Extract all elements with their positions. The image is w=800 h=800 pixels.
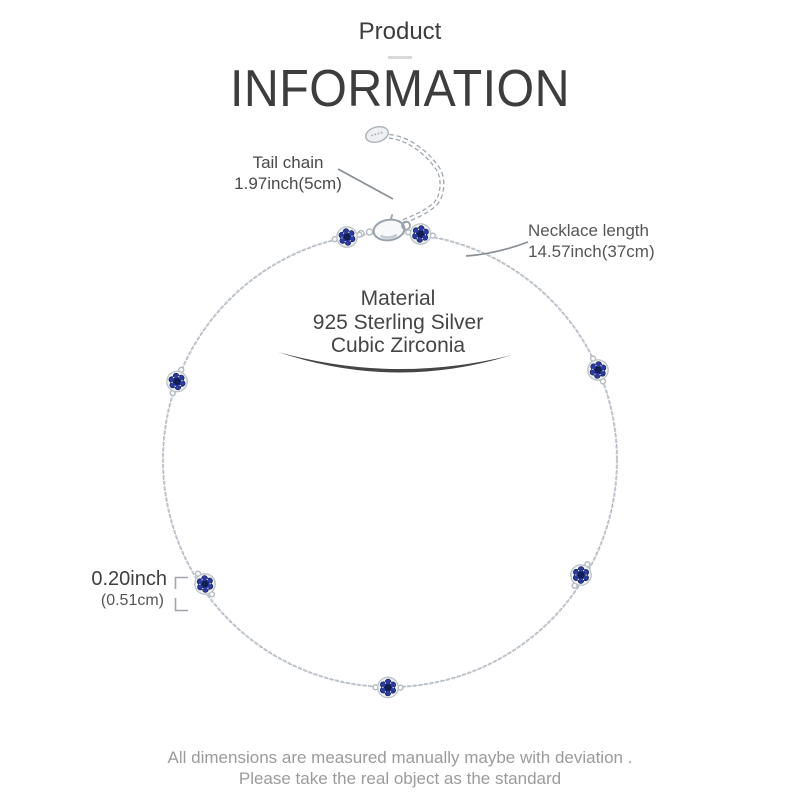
necklace-length-label: Necklace length	[528, 221, 649, 240]
material-title: Material	[360, 287, 436, 310]
bead-size-cm: (0.51cm)	[100, 592, 164, 609]
disclaimer-line2: Please take the real object as the stand…	[238, 769, 562, 788]
material-annotation: Material 925 Sterling Silver Cubic Zirco…	[248, 287, 548, 358]
necklace-length-annotation: Necklace length 14.57inch(37cm)	[528, 220, 698, 262]
tail-chain-label: Tail chain	[252, 153, 324, 172]
bead-size-annotation: 0.20inch (0.51cm)	[47, 567, 167, 611]
bead-bottom	[373, 677, 403, 698]
bead-size-bracket-top	[174, 576, 188, 589]
tail-chain	[388, 133, 445, 227]
disclaimer: All dimensions are measured manually may…	[0, 747, 800, 789]
bead-size-bracket-bottom	[174, 598, 188, 612]
necklace-length-value: 14.57inch(37cm)	[528, 242, 655, 261]
lobster-clasp-icon	[372, 214, 411, 242]
bead-top-left	[331, 224, 364, 249]
necklace-tag	[365, 126, 389, 143]
bead-left	[162, 364, 191, 399]
necklace-length-leader-line	[465, 241, 529, 257]
page-title: INFORMATION	[229, 60, 571, 118]
material-swoosh	[278, 352, 512, 373]
header-underline	[388, 56, 412, 59]
material-line1: 925 Sterling Silver	[312, 310, 484, 334]
bead-size-inch: 0.20inch	[91, 568, 167, 590]
tail-chain-leader-line	[337, 168, 394, 200]
disclaimer-line1: All dimensions are measured manually may…	[167, 748, 633, 767]
material-line2: Cubic Zirconia	[330, 334, 466, 357]
header-kicker: Product	[358, 18, 442, 45]
bead-right-upper	[583, 352, 614, 387]
tail-chain-links	[388, 135, 444, 226]
tail-chain-value: 1.97inch(5cm)	[234, 174, 342, 193]
tail-chain-annotation: Tail chain 1.97inch(5cm)	[208, 152, 368, 194]
